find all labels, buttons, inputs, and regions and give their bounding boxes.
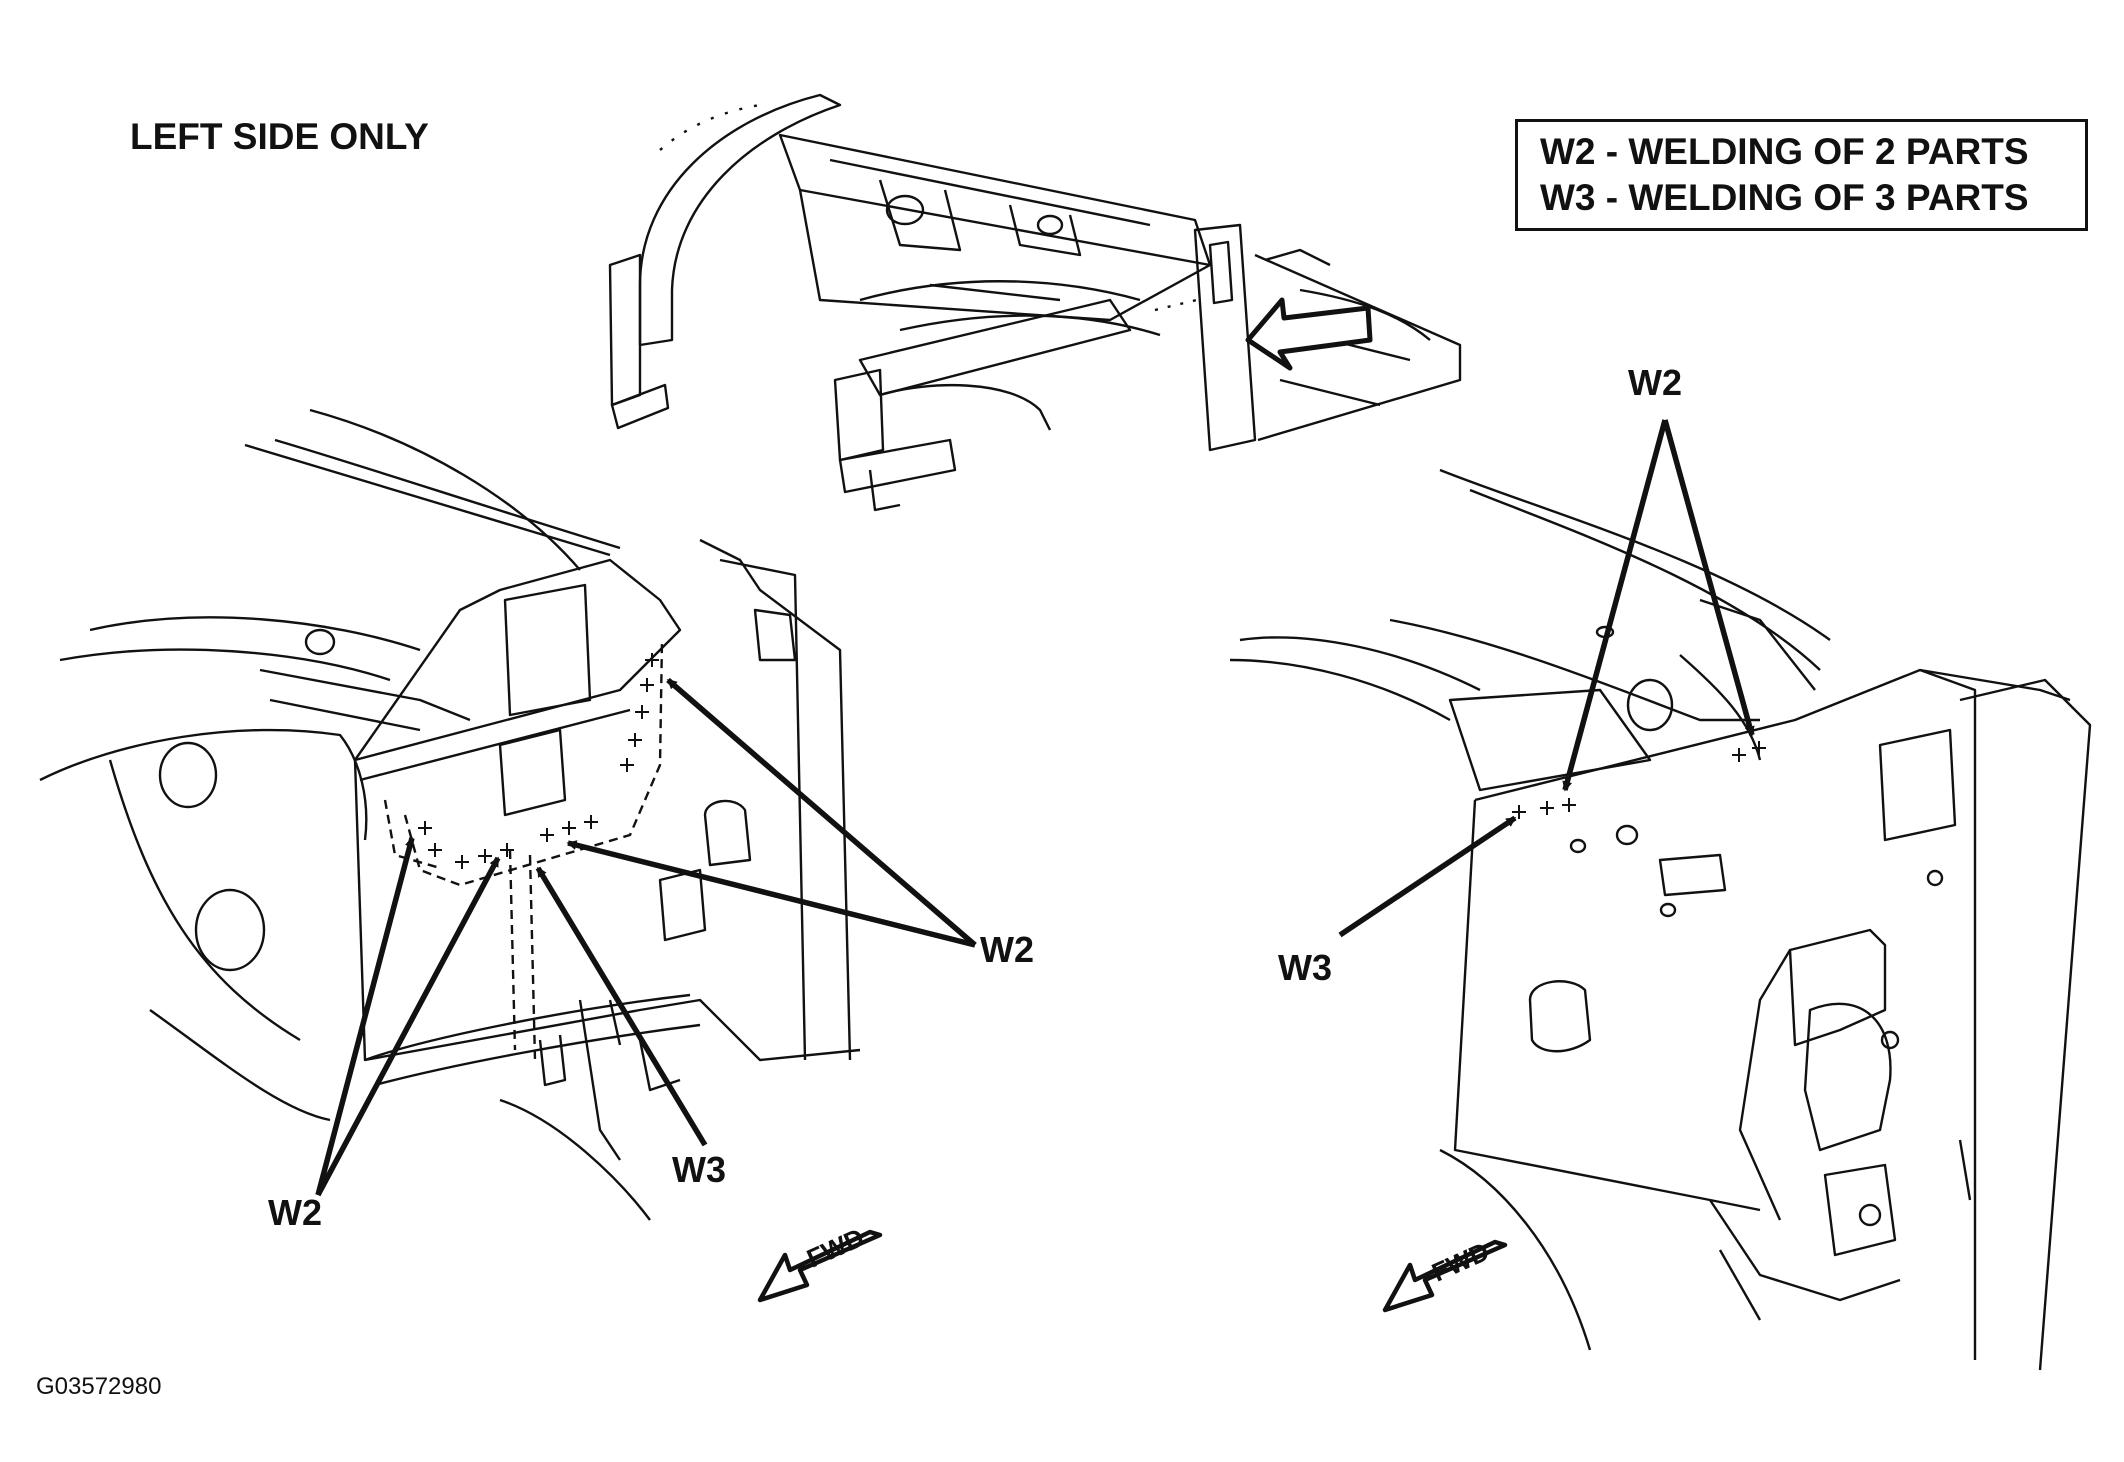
fwd-arrow-right xyxy=(1382,1239,1508,1313)
legend-entry-w3: W3 - WELDING OF 3 PARTS xyxy=(1540,177,2029,218)
left-callout-w2-right: W2 xyxy=(980,929,1034,970)
weld-legend: W2 - WELDING OF 2 PARTS W3 - WELDING OF … xyxy=(1515,119,2088,231)
fwd-arrow-left xyxy=(757,1229,883,1303)
left-callout-w2-lower: W2 xyxy=(268,1192,322,1233)
front-structure-overview xyxy=(608,93,1462,512)
right-callout-w3: W3 xyxy=(1278,947,1332,988)
right-detail-view xyxy=(1229,419,2092,1371)
left-callout-w3: W3 xyxy=(672,1149,726,1190)
view-scope-note: LEFT SIDE ONLY xyxy=(130,116,429,157)
left-detail-view xyxy=(39,408,977,1303)
figure-id: G03572980 xyxy=(36,1373,162,1400)
right-callout-w2: W2 xyxy=(1628,362,1682,403)
legend-entry-w2: W2 - WELDING OF 2 PARTS xyxy=(1540,131,2029,172)
